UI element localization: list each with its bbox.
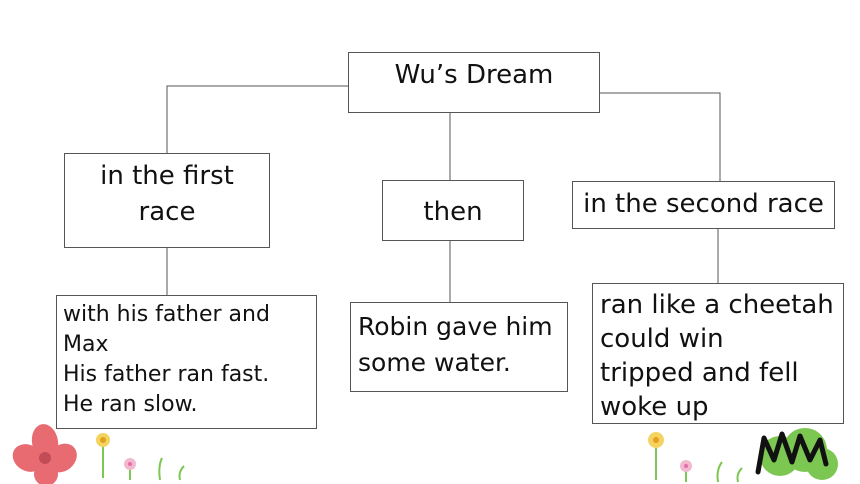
detail-line: Robin gave him [358, 312, 553, 341]
pink-flower-icon [12, 424, 77, 484]
detail-box-second-race: ran like a cheetah could win tripped and… [592, 283, 844, 424]
daisy-icon [648, 432, 664, 480]
detail-box-then: Robin gave him some water. [350, 302, 568, 392]
branch-label-line: race [138, 197, 196, 227]
daisy-icon [96, 433, 110, 478]
small-pink-flower-icon [124, 458, 136, 480]
branch-box-then: then [382, 180, 524, 241]
branch-label-line: in the second race [583, 189, 824, 219]
sprout-icon [158, 457, 185, 481]
detail-line: with his father and [63, 302, 270, 327]
small-pink-flower-icon [680, 460, 692, 482]
detail-line: He ran slow. [63, 392, 198, 417]
branch-label-line: then [423, 197, 483, 227]
green-bush-icon [755, 428, 838, 480]
flowers-left-decoration [12, 424, 185, 484]
connector-title-to-first [166, 85, 348, 153]
detail-line: tripped and fell [600, 358, 799, 388]
detail-line: some water. [358, 348, 511, 377]
branch-box-second-race: in the second race [572, 181, 835, 229]
detail-box-first-race: with his father and Max His father ran f… [56, 295, 317, 429]
detail-line: Max [63, 332, 109, 357]
sprout-icon [716, 461, 743, 483]
detail-line: ran like a cheetah [600, 290, 834, 320]
branch-box-first-race: in the first race [64, 153, 270, 248]
detail-line: could win [600, 324, 724, 354]
branch-label-line: in the first [100, 161, 234, 191]
title-text: Wu’s Dream [394, 60, 554, 90]
flowers-right-decoration [648, 428, 838, 483]
title-box: Wu’s Dream [348, 52, 600, 113]
detail-line: His father ran fast. [63, 362, 270, 387]
detail-line: woke up [600, 392, 709, 422]
connector-title-to-second [600, 92, 721, 181]
